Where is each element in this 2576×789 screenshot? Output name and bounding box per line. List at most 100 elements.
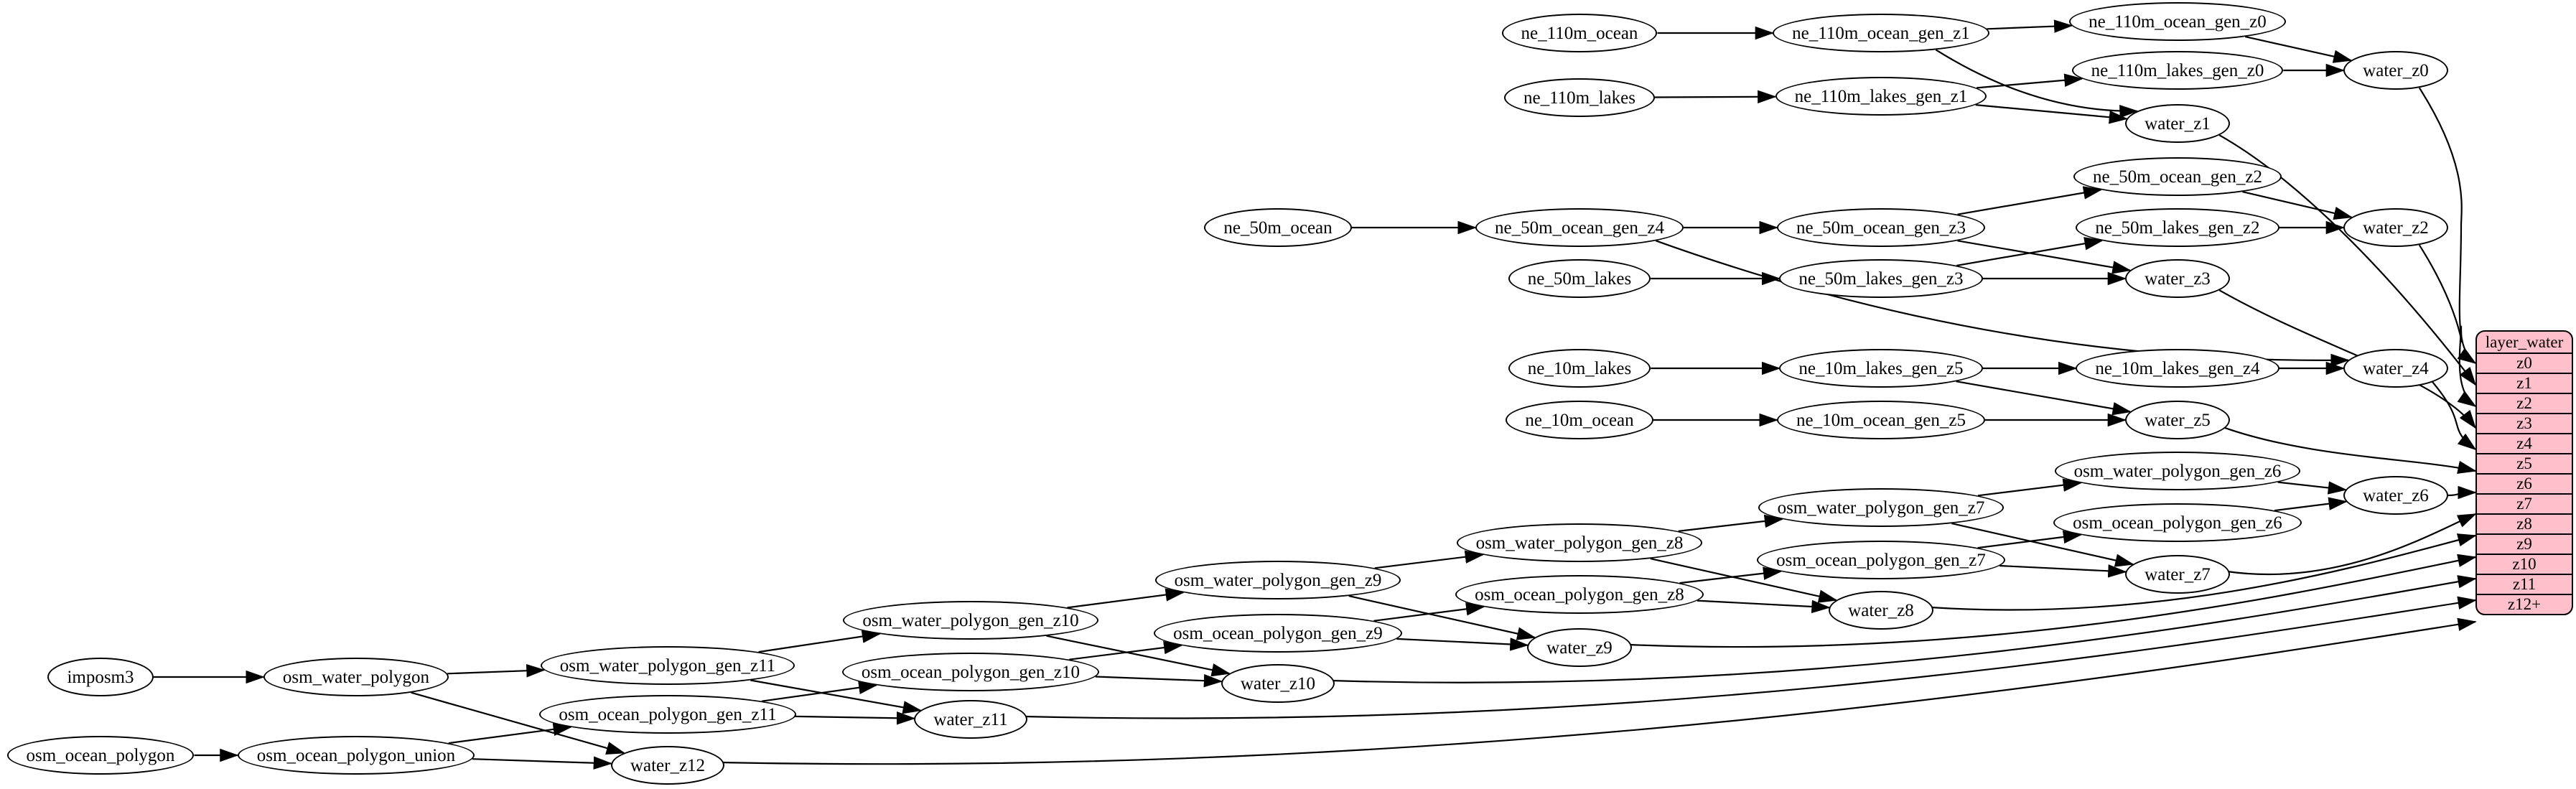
edge <box>1697 599 1831 614</box>
edge <box>1024 596 2477 719</box>
node-ne_10m_ocean: ne_10m_ocean <box>1506 401 1653 439</box>
node-ne_10m_lakes: ne_10m_lakes <box>1508 349 1651 388</box>
node-osm_ocean_polygon_gen_z8: osm_ocean_polygon_gen_z8 <box>1455 575 1704 614</box>
table-row-z10: z10 <box>2477 554 2572 574</box>
node-ne_50m_lakes: ne_50m_lakes <box>1508 259 1651 298</box>
edge <box>1373 602 1485 622</box>
node-osm_ocean_polygon_union: osm_ocean_polygon_union <box>237 736 475 775</box>
node-water_z6: water_z6 <box>2343 476 2448 515</box>
edge <box>1095 673 1223 688</box>
table-row-z9: z9 <box>2477 533 2572 554</box>
edge <box>1679 566 1783 584</box>
node-ne_50m_ocean: ne_50m_ocean <box>1204 208 1352 247</box>
edge <box>2418 244 2477 408</box>
edge <box>1935 49 2139 118</box>
edge <box>1332 575 2477 683</box>
edge <box>1069 640 1183 660</box>
edge <box>1650 558 1838 603</box>
table-row-z6: z6 <box>2477 473 2572 493</box>
edge <box>795 711 916 725</box>
node-ne_50m_lakes_gen_z2: ne_50m_lakes_gen_z2 <box>2076 208 2279 247</box>
edge <box>1046 635 1231 677</box>
node-ne_50m_ocean_gen_z2: ne_50m_ocean_gen_z2 <box>2073 157 2282 196</box>
node-ne_50m_ocean_gen_z3: ne_50m_ocean_gen_z3 <box>1776 208 1985 247</box>
edge <box>2224 426 2477 474</box>
node-osm_water_polygon_gen_z11: osm_water_polygon_gen_z11 <box>540 646 795 685</box>
table-row-z4: z4 <box>2477 433 2572 453</box>
node-ne_50m_ocean_gen_z4: ne_50m_ocean_gen_z4 <box>1475 208 1684 247</box>
edge <box>1987 19 2073 33</box>
node-ne_10m_ocean_gen_z5: ne_10m_ocean_gen_z5 <box>1776 401 1985 439</box>
edge <box>1977 73 2083 89</box>
node-ne_50m_lakes_gen_z3: ne_50m_lakes_gen_z3 <box>1779 259 1983 298</box>
edge <box>1348 595 1536 640</box>
node-water_z2: water_z2 <box>2343 208 2448 247</box>
node-ne_10m_lakes_gen_z4: ne_10m_lakes_gen_z4 <box>2076 349 2279 388</box>
edge <box>1951 523 2134 567</box>
edge <box>1975 104 2129 124</box>
edge <box>1678 514 1784 532</box>
edge <box>1956 237 2104 266</box>
edge <box>1656 240 2350 368</box>
table-row-z11: z11 <box>2477 574 2572 594</box>
edge <box>1654 90 1777 104</box>
edge <box>2274 497 2348 512</box>
node-osm_water_polygon: osm_water_polygon <box>263 658 449 696</box>
edge <box>1957 186 2103 215</box>
edge <box>761 681 878 702</box>
edge <box>2227 513 2477 575</box>
edge <box>2277 481 2348 495</box>
node-water_z4: water_z4 <box>2343 349 2448 388</box>
node-imposm3: imposm3 <box>47 658 154 696</box>
node-ne_110m_lakes_gen_z1: ne_110m_lakes_gen_z1 <box>1775 77 1987 116</box>
node-osm_ocean_polygon_gen_z7: osm_ocean_polygon_gen_z7 <box>1757 541 2005 579</box>
node-osm_ocean_polygon_gen_z9: osm_ocean_polygon_gen_z9 <box>1154 614 1402 653</box>
table-row-z5: z5 <box>2477 453 2572 473</box>
node-osm_water_polygon_gen_z6: osm_water_polygon_gen_z6 <box>2054 452 2301 490</box>
node-osm_ocean_polygon_gen_z11: osm_ocean_polygon_gen_z11 <box>539 695 796 734</box>
node-water_z7: water_z7 <box>2125 555 2230 594</box>
node-osm_water_polygon_gen_z10: osm_water_polygon_gen_z10 <box>843 601 1098 640</box>
edge <box>1977 530 2083 549</box>
node-water_z1: water_z1 <box>2125 104 2230 143</box>
table-row-z2: z2 <box>2477 393 2572 413</box>
edge <box>1956 381 2132 416</box>
edge <box>2242 191 2353 220</box>
node-water_z9: water_z9 <box>1527 628 1632 667</box>
edge <box>411 691 625 755</box>
node-osm_water_polygon_gen_z8: osm_water_polygon_gen_z8 <box>1456 523 1703 562</box>
node-osm_ocean_polygon_gen_z10: osm_ocean_polygon_gen_z10 <box>841 653 1100 691</box>
edge <box>2244 36 2353 63</box>
edge <box>1957 240 2132 274</box>
edge <box>2447 485 2477 500</box>
edge <box>1374 550 1485 569</box>
edge <box>447 663 546 678</box>
node-ne_110m_ocean: ne_110m_ocean <box>1501 14 1658 52</box>
edge <box>2218 134 2477 386</box>
edge <box>1396 638 1529 651</box>
table-row-z12+: z12+ <box>2477 594 2572 614</box>
node-ne_110m_lakes: ne_110m_lakes <box>1504 78 1655 117</box>
edge <box>1931 533 2477 611</box>
node-water_z0: water_z0 <box>2343 51 2448 90</box>
edge <box>472 756 613 770</box>
edge <box>1977 478 2082 497</box>
node-water_z8: water_z8 <box>1829 591 1933 630</box>
node-water_z11: water_z11 <box>914 700 1027 739</box>
table-row-z3: z3 <box>2477 413 2572 433</box>
node-water_z10: water_z10 <box>1221 664 1335 703</box>
node-ne_110m_ocean_gen_z1: ne_110m_ocean_gen_z1 <box>1773 14 1989 52</box>
table-row-z0: z0 <box>2477 353 2572 373</box>
edge <box>750 679 923 714</box>
edge <box>1629 554 2477 648</box>
node-ne_110m_ocean_gen_z0: ne_110m_ocean_gen_z0 <box>2069 2 2286 41</box>
table-row-z1: z1 <box>2477 373 2572 393</box>
node-water_z12: water_z12 <box>610 746 725 785</box>
table-header: layer_water <box>2485 332 2564 351</box>
edge <box>758 630 882 653</box>
node-ne_10m_lakes_gen_z5: ne_10m_lakes_gen_z5 <box>1779 349 1983 388</box>
edge <box>448 722 573 744</box>
edge <box>1067 588 1185 609</box>
